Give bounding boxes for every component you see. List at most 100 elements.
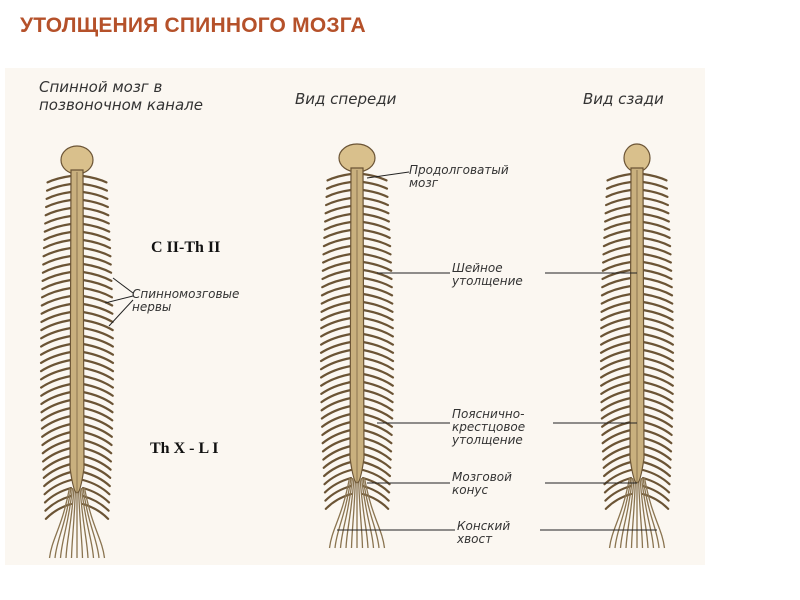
cauda-fiber xyxy=(345,477,355,549)
spinal-nerve xyxy=(81,278,113,291)
spinal-nerve xyxy=(320,284,353,297)
spinal-nerve xyxy=(44,206,73,217)
cord-front-view xyxy=(319,143,395,549)
spinal-nerve xyxy=(39,366,73,381)
cauda-fiber xyxy=(643,477,666,549)
spinal-nerve xyxy=(81,238,112,250)
spinal-nerve xyxy=(40,398,73,414)
spinal-nerve xyxy=(320,396,353,412)
spinal-nerve xyxy=(361,324,394,338)
spinal-nerve xyxy=(39,358,73,373)
spinal-nerve xyxy=(361,244,392,256)
spinal-nerve xyxy=(600,372,633,387)
spinal-nerve xyxy=(81,478,111,496)
spinal-nerve xyxy=(81,222,111,233)
spinal-nerve xyxy=(319,332,353,346)
spinal-nerve xyxy=(40,414,73,430)
spinal-nerve xyxy=(321,428,353,445)
spinal-nerve xyxy=(40,326,73,340)
spinal-nerve xyxy=(43,230,73,241)
spinal-nerve xyxy=(361,268,393,281)
spinal-nerve xyxy=(641,380,674,395)
spinal-nerve xyxy=(320,380,353,395)
spinal-nerve xyxy=(361,356,395,371)
spinal-nerve xyxy=(641,284,674,297)
spinal-nerve xyxy=(323,220,353,231)
spinal-nerve xyxy=(361,276,393,289)
spinal-nerve xyxy=(320,316,353,330)
spinal-nerve xyxy=(600,404,633,420)
spinal-nerve xyxy=(81,246,112,258)
spinal-nerve xyxy=(361,444,392,461)
spinal-nerve xyxy=(361,396,394,412)
spinal-nerve xyxy=(641,212,670,223)
spinal-nerve xyxy=(641,348,675,363)
spinal-nerve xyxy=(361,460,392,478)
spinal-nerve xyxy=(361,180,389,190)
cauda-fiber xyxy=(350,477,357,549)
cauda-fiber xyxy=(83,487,106,559)
spinal-nerve xyxy=(601,428,633,445)
spinal-nerve xyxy=(600,388,633,404)
spinal-nerve xyxy=(599,348,633,363)
spinal-nerve xyxy=(81,470,111,488)
spinal-nerve xyxy=(81,310,114,324)
spinal-nerve xyxy=(600,380,633,395)
spinal-nerve xyxy=(323,228,353,239)
spinal-nerve xyxy=(641,268,673,281)
spinal-nerve xyxy=(603,220,633,231)
spinal-nerve xyxy=(641,404,674,420)
spinal-nerve xyxy=(81,190,109,200)
label-conus: Мозговой конус xyxy=(452,470,512,497)
label-spinal-nerves: Спинномозговые нервы xyxy=(132,287,240,314)
cauda-fiber xyxy=(362,477,380,549)
spinal-cord-illustration xyxy=(39,143,675,559)
spinal-nerve xyxy=(43,222,73,233)
spinal-nerve xyxy=(81,382,114,397)
spinal-nerve xyxy=(320,372,353,387)
cauda-fiber xyxy=(363,477,386,549)
spinal-nerve xyxy=(361,404,394,420)
spinal-nerve xyxy=(42,246,73,258)
spinal-nerve xyxy=(81,302,114,315)
spinal-nerve xyxy=(641,276,673,289)
cauda-fiber xyxy=(614,477,632,549)
label-cervical: Шейное утолщение xyxy=(452,261,523,288)
panel-heading-canal: Спинной мозг в позвоночном канале xyxy=(39,78,203,114)
leader-line xyxy=(366,171,410,179)
spinal-nerve xyxy=(641,452,672,469)
spinal-nerve xyxy=(81,254,112,266)
spinal-nerve xyxy=(44,214,73,225)
spinal-nerve xyxy=(602,252,633,264)
spinal-nerve xyxy=(641,220,671,231)
spinal-nerve xyxy=(601,260,633,272)
spinal-nerve xyxy=(601,276,633,289)
spinal-nerve xyxy=(324,196,353,207)
spinal-cord-figure: Спинной мозг в позвоночном канале Вид сп… xyxy=(5,68,705,565)
leader-line xyxy=(108,299,134,327)
cauda-fiber xyxy=(637,477,644,549)
spinal-nerve xyxy=(40,382,73,397)
spinal-nerve xyxy=(605,180,633,190)
spinal-nerve xyxy=(641,412,674,428)
spinal-nerve xyxy=(641,196,670,207)
spinal-nerve xyxy=(325,180,353,190)
spinal-nerve xyxy=(641,332,675,346)
spinal-nerve xyxy=(81,486,111,504)
cord-back-view xyxy=(599,143,675,549)
spinal-nerve xyxy=(321,436,353,453)
cauda-fiber xyxy=(630,477,637,549)
cauda-fiber xyxy=(608,477,631,549)
spinal-nerve xyxy=(361,236,392,248)
spinal-nerve xyxy=(361,188,389,198)
spinal-nerve xyxy=(641,324,674,338)
spinal-nerve xyxy=(81,206,110,217)
spinal-nerve xyxy=(361,260,393,272)
spinal-nerve xyxy=(641,340,675,354)
spinal-nerve xyxy=(40,374,73,389)
spinal-nerve xyxy=(361,316,394,330)
spinal-nerve xyxy=(81,406,114,422)
cauda-fiber xyxy=(65,487,75,559)
spinal-nerve xyxy=(641,396,674,412)
leader-line xyxy=(104,295,134,304)
